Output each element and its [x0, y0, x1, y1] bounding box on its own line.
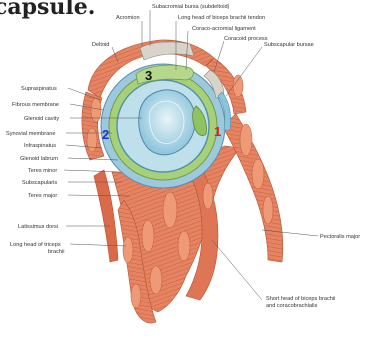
- label-deltoid: Deltoid: [92, 42, 109, 48]
- label-latissimus-dorsi: Latissimus dorsi: [18, 224, 58, 230]
- label-long-head-triceps-line2: brachii: [48, 249, 64, 255]
- label-short-head-biceps-line2: and coracobrachialis: [266, 303, 318, 309]
- label-subscapular-bursae: Subscapular bursae: [264, 42, 314, 48]
- marker-1: 1: [214, 124, 221, 139]
- label-glenoid-cavity: Glenoid cavity: [24, 116, 59, 122]
- pectoralis-major-muscle: [222, 114, 283, 262]
- label-supraspinatus: Supraspinatus: [21, 86, 57, 92]
- label-coraco-acromial-ligament: Coraco-acromial ligament: [192, 26, 256, 32]
- label-synovial-membrane: Synovial membrane: [6, 131, 55, 137]
- label-infraspinatus: Infraspinatus: [24, 143, 56, 149]
- label-short-head-biceps-line1: Short head of biceps brachii: [266, 296, 335, 302]
- latissimus-dorsi-muscle: [94, 170, 118, 262]
- label-long-head-biceps-tendon: Long head of biceps brachii tendon: [178, 15, 265, 21]
- label-subacromial-bursa: Subacromial bursa (subdeltoid): [152, 4, 230, 10]
- marker-3: 3: [145, 68, 152, 83]
- label-long-head-triceps-line1: Long head of triceps: [10, 242, 61, 248]
- label-glenoid-labrum: Glenoid labrum: [20, 156, 58, 162]
- label-teres-major: Teres major: [28, 193, 57, 199]
- marker-2: 2: [102, 127, 109, 142]
- label-pectoralis-major: Pectoralis major: [320, 234, 360, 240]
- label-subscapularis: Subscapularis: [22, 180, 57, 186]
- title-fragment: capsule.: [0, 0, 95, 20]
- acromion-bone: [140, 42, 194, 60]
- label-fibrous-membrane: Fibrous membrane: [12, 102, 59, 108]
- label-teres-minor: Teres minor: [28, 168, 57, 174]
- label-acromion: Acromion: [116, 15, 140, 21]
- label-coracoid-process: Coracoid process: [224, 36, 268, 42]
